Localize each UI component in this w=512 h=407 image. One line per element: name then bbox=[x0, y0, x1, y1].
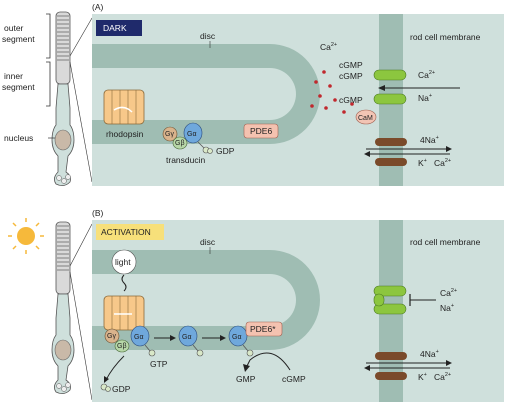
cam-a-label: CaM bbox=[358, 115, 373, 122]
panel-b-label: (B) bbox=[92, 208, 104, 218]
panel-b-badge bbox=[96, 224, 164, 240]
panel-b-badge-text: ACTIVATION bbox=[101, 227, 151, 237]
ion-na-b: Na+ bbox=[440, 303, 454, 313]
gmp-label: GMP bbox=[236, 374, 256, 384]
outer-segment-line2: segment bbox=[2, 34, 35, 44]
nucleus-label: nucleus bbox=[4, 133, 33, 143]
galpha-b2-label: Gα bbox=[182, 334, 192, 341]
cam-a bbox=[355, 109, 377, 125]
light-label: light bbox=[115, 257, 131, 267]
cgmp3-a: cGMP bbox=[339, 95, 363, 105]
cng-channel-a-bottom bbox=[373, 93, 407, 105]
galpha-a bbox=[183, 122, 203, 144]
light-wave bbox=[121, 274, 127, 292]
inner-segment-line1: inner bbox=[4, 71, 23, 81]
gbeta-b bbox=[114, 339, 130, 353]
rhodopsin-b bbox=[103, 295, 145, 331]
panel-a-disc bbox=[92, 44, 320, 144]
pde6-active-label: PDE6* bbox=[250, 324, 276, 334]
exchanger-b-bottom bbox=[375, 372, 407, 380]
panel-a-badge-text: DARK bbox=[103, 23, 127, 33]
exchanger-a-top bbox=[375, 138, 407, 146]
zoom-line-a-top bbox=[69, 17, 93, 57]
hydrolysis-arc bbox=[245, 352, 291, 371]
galpha-b3 bbox=[228, 325, 248, 347]
inner-segment-label: inner segment bbox=[2, 71, 35, 92]
pde6-active bbox=[245, 321, 283, 337]
cng-channel-b-top bbox=[373, 285, 407, 297]
exch-ca-b: Ca2+ bbox=[434, 372, 451, 382]
ggamma-b-label: Gγ bbox=[107, 333, 116, 340]
gtp-label: GTP bbox=[150, 359, 168, 369]
galpha-b2 bbox=[178, 325, 198, 347]
panel-a-membrane-label: rod cell membrane bbox=[410, 32, 481, 42]
zoom-line-b-top bbox=[69, 223, 93, 267]
gbeta-b-label: Gβ bbox=[117, 343, 126, 350]
panel-a-disc-label: disc bbox=[200, 31, 216, 41]
exch-4na-a: 4Na+ bbox=[420, 135, 439, 145]
gdp-b-label: GDP bbox=[112, 384, 131, 394]
rod-cell-b bbox=[51, 221, 75, 394]
panel-a-label: (A) bbox=[92, 2, 104, 12]
pde6-a-label: PDE6 bbox=[250, 126, 272, 136]
exch-k-b: K+ bbox=[418, 372, 427, 382]
sun-icon bbox=[8, 218, 44, 254]
cng-channel-b-bottom bbox=[373, 303, 407, 315]
ion-ca-b: Ca2+ bbox=[440, 288, 457, 298]
ca-label-a: Ca2+ bbox=[320, 42, 337, 52]
gbeta-a bbox=[172, 136, 188, 150]
cgmp1-a: cGMP bbox=[339, 60, 363, 70]
light-bubble bbox=[111, 249, 137, 275]
panel-a-badge bbox=[96, 20, 142, 36]
galpha-b1 bbox=[130, 325, 150, 347]
gbeta-a-label: Gβ bbox=[175, 140, 184, 147]
rhodopsin-label: rhodopsin bbox=[106, 129, 144, 139]
outer-segment-label: outer segment bbox=[2, 23, 35, 44]
ggamma-b bbox=[104, 328, 120, 344]
ggamma-a-label: Gγ bbox=[165, 131, 174, 138]
exch-ca-a: Ca2+ bbox=[434, 158, 451, 168]
zoom-line-a-bottom bbox=[69, 61, 93, 183]
rod-cell-a bbox=[51, 11, 75, 186]
pde6-a bbox=[243, 123, 279, 139]
ggamma-a bbox=[162, 126, 178, 142]
rhodopsin-a bbox=[103, 89, 145, 125]
exchanger-a-bottom bbox=[375, 158, 407, 166]
galpha-b3-label: Gα bbox=[232, 334, 242, 341]
exch-k-a: K+ bbox=[418, 158, 427, 168]
cgmp2-a: cGMP bbox=[339, 71, 363, 81]
galpha-a-label: Gα bbox=[187, 131, 197, 138]
ion-ca-a: Ca2+ bbox=[418, 70, 435, 80]
galpha-b1-label: Gα bbox=[134, 334, 144, 341]
panel-b-membrane-label: rod cell membrane bbox=[410, 237, 481, 247]
inner-segment-line2: segment bbox=[2, 82, 35, 92]
zoom-line-b-bottom bbox=[69, 271, 93, 401]
cng-channel-a-top bbox=[373, 69, 407, 81]
outer-segment-line1: outer bbox=[4, 23, 24, 33]
panel-b-disc-label: disc bbox=[200, 237, 216, 247]
ion-na-a: Na+ bbox=[418, 93, 432, 103]
segment-brackets bbox=[46, 13, 51, 107]
cgmp-b-label: cGMP bbox=[282, 374, 306, 384]
gdp-a-label: GDP bbox=[216, 146, 235, 156]
transducin-label: transducin bbox=[166, 155, 205, 165]
exchanger-b-top bbox=[375, 352, 407, 360]
exch-4na-b: 4Na+ bbox=[420, 349, 439, 359]
